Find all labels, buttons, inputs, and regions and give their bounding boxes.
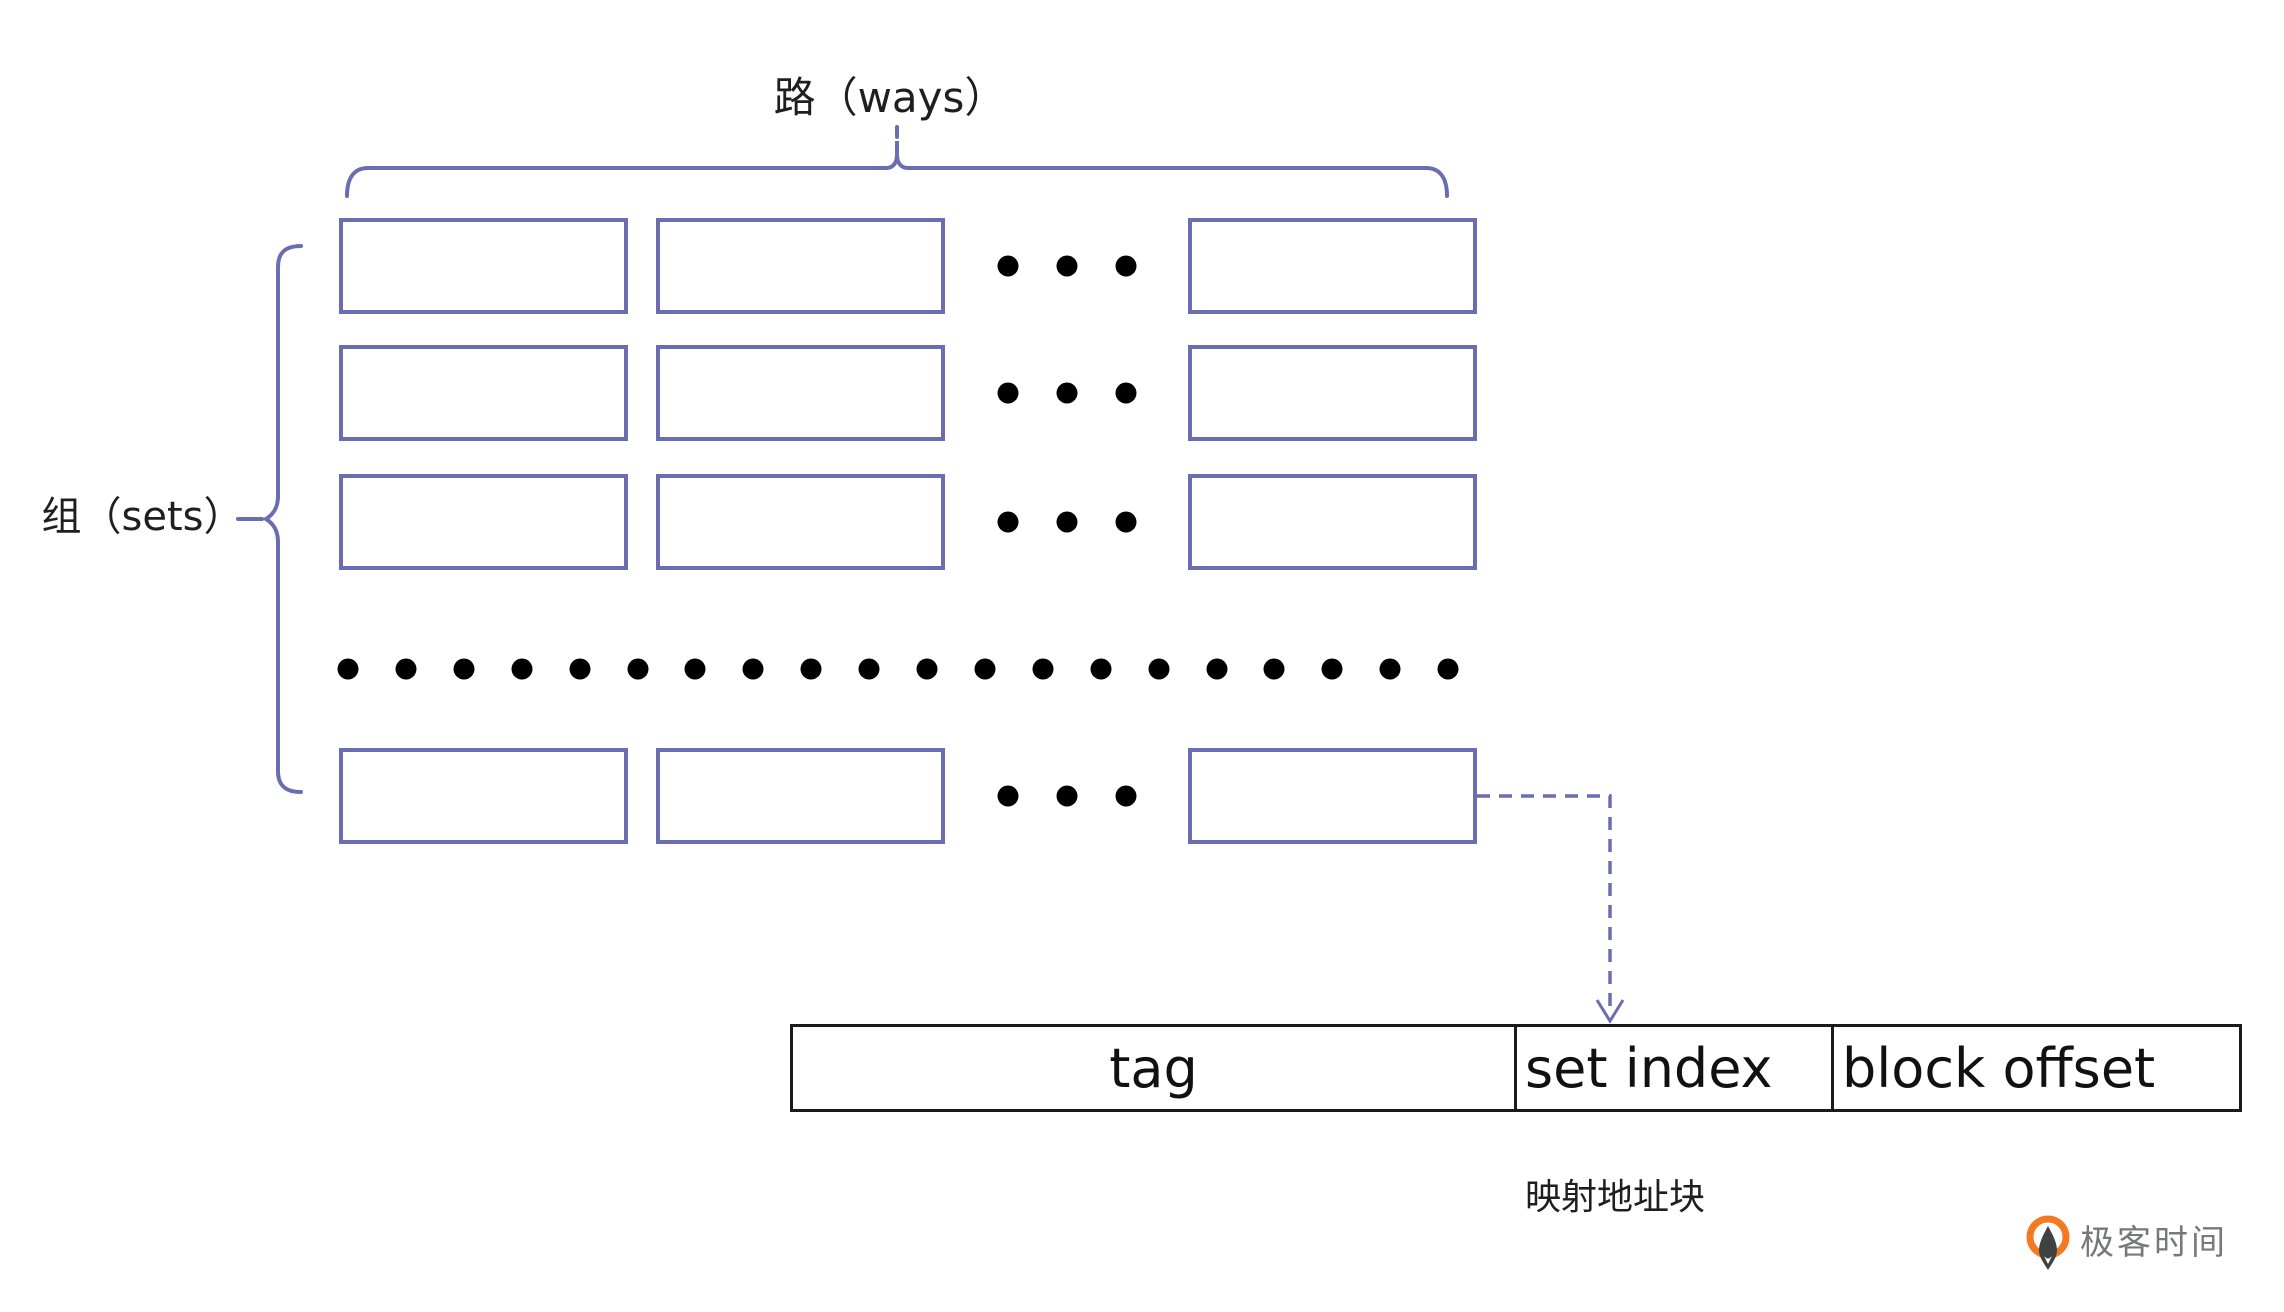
geektime-logo-icon [2026,1215,2070,1270]
ways-label: 路（ways） [773,73,1007,122]
cache-line-cell [1188,218,1477,314]
ellipsis-dot [1056,511,1078,533]
ellipsis-dot [627,658,648,680]
ellipsis-dot [1321,658,1343,680]
address-field-tag: tag [1109,1036,1198,1100]
cache-line-cell [1188,345,1477,441]
cache-line-cell [339,218,628,314]
ellipsis-dot [1090,658,1112,680]
ellipsis-dot [1115,382,1137,404]
cache-line-cell [656,474,945,570]
ellipsis-dot [511,658,533,680]
ellipsis-dot [997,255,1019,277]
ellipsis-dot [395,658,417,680]
ellipsis-dot [684,658,706,680]
ellipsis-dot [997,382,1019,404]
address-field-set-index: set index [1514,1027,1831,1109]
ellipsis-dot [1206,658,1227,680]
ellipsis-dot [1056,255,1078,277]
ellipsis-dot [1056,382,1078,404]
sets-label: 组（sets） [41,494,244,540]
brand-text: 极客时间 [2080,1223,2228,1263]
ellipsis-dot [742,658,764,680]
cache-line-cell [339,748,628,844]
address-field-block-offset: block offset [1831,1027,2239,1109]
ellipsis-dot [1437,658,1459,680]
ellipsis-dot [1148,658,1170,680]
cache-line-cell [339,474,628,570]
ellipsis-dot [1115,785,1137,807]
ellipsis-dot [800,658,822,680]
ellipsis-dot [1056,785,1078,807]
ellipsis-dot [997,511,1019,533]
ellipsis-dot [916,658,938,680]
ellipsis-dot [337,658,359,680]
cache-line-cell [656,748,945,844]
cache-line-cell [656,218,945,314]
cache-line-cell [1188,474,1477,570]
ways-brace [345,125,1449,198]
cache-line-cell [656,345,945,441]
address-caption: 映射地址块 [1524,1177,1705,1218]
mapping-dashed-arrow [1477,794,1625,1024]
ellipsis-dot [1263,658,1285,680]
ellipsis-dot [1115,511,1137,533]
geektime-logo: 极客时间 [2024,1212,2228,1274]
arrowhead-icon [1595,999,1625,1024]
cache-line-cell [339,345,628,441]
ellipsis-dot [858,658,880,680]
ellipsis-dot [1115,255,1137,277]
ellipsis-dot [453,658,475,680]
cache-line-cell [1188,748,1477,844]
ellipsis-dot [1379,658,1401,680]
ellipsis-dot [974,658,996,680]
ellipsis-dot [1032,658,1054,680]
ellipsis-dot [569,658,591,680]
ellipsis-dot [997,785,1019,807]
